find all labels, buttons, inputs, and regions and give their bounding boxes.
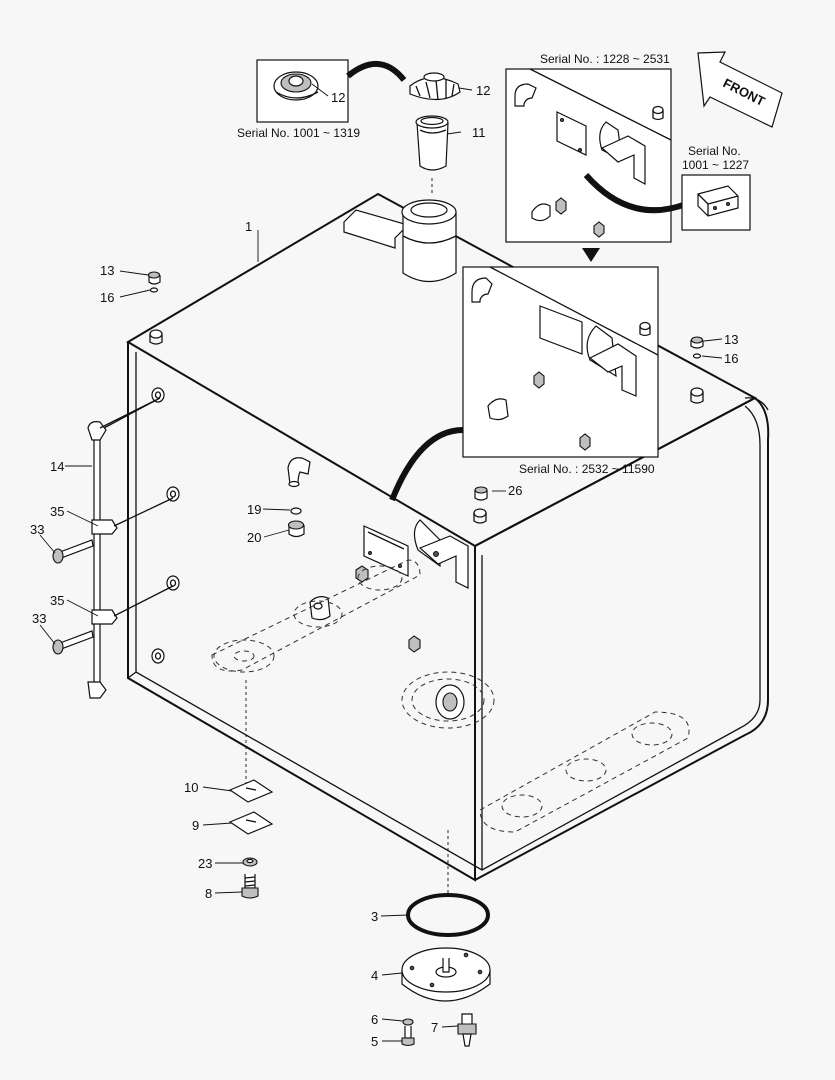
filler-neck: [343, 199, 457, 283]
bolt-8: [241, 874, 259, 899]
label-3: 3: [371, 909, 378, 924]
side-bosses: [151, 387, 180, 664]
label-8: 8: [205, 886, 212, 901]
label-11: 11: [472, 125, 486, 140]
hidden-features: [211, 559, 690, 833]
label-13-right: 13: [724, 332, 738, 347]
bolt-5-6: [401, 1018, 415, 1047]
label-19: 19: [247, 502, 261, 517]
label-4: 4: [371, 968, 378, 983]
label-35-lower: 35: [50, 593, 64, 608]
cap-13-left: [147, 271, 704, 501]
caption-serial-side-2: 1001 ~ 1227: [682, 158, 749, 172]
plug-7: [457, 1013, 477, 1047]
label-16-right: 16: [724, 351, 738, 366]
top-bosses: [149, 329, 704, 524]
label-20: 20: [247, 530, 261, 545]
elbow-fitting: [287, 457, 311, 538]
front-arrow-icon: [697, 51, 783, 128]
caption-serial-side-1: Serial No.: [688, 144, 741, 158]
inset-2532-11590: [462, 266, 659, 458]
inset-1001-1227: [681, 174, 751, 231]
label-6: 6: [371, 1012, 378, 1027]
label-33-lower: 33: [32, 611, 46, 626]
leader-lines: [39, 83, 723, 1042]
gasket-10: [228, 779, 274, 803]
mount-brackets: [309, 519, 469, 653]
label-12-inset: 12: [331, 90, 345, 105]
bolts-33: [52, 539, 94, 655]
label-12-cap: 12: [476, 83, 490, 98]
label-14: 14: [50, 459, 64, 474]
level-gauge: [87, 397, 174, 699]
label-16-left: 16: [100, 290, 114, 305]
label-1: 1: [245, 219, 252, 234]
label-23: 23: [198, 856, 212, 871]
label-26: 26: [508, 483, 522, 498]
filler-cap-12: [409, 72, 461, 101]
label-33-upper: 33: [30, 522, 44, 537]
label-10: 10: [184, 780, 198, 795]
caption-serial-2532-11590: Serial No. : 2532 ~ 11590: [519, 462, 655, 476]
label-9: 9: [192, 818, 199, 833]
label-7: 7: [431, 1020, 438, 1035]
plate-9: [228, 811, 274, 835]
label-5: 5: [371, 1034, 378, 1049]
inset-cap-old: [256, 59, 349, 123]
caption-serial-1228-2531: Serial No. : 1228 ~ 2531: [540, 52, 670, 66]
strainer-11: [415, 115, 449, 171]
o-ring-3: [406, 893, 490, 937]
arrow-down-icon: [582, 248, 600, 262]
label-35-upper: 35: [50, 504, 64, 519]
cover-4: [401, 947, 491, 1002]
washer-23: [242, 857, 258, 867]
caption-serial-1001-1319: Serial No. 1001 ~ 1319: [237, 126, 360, 140]
label-13-left: 13: [100, 263, 114, 278]
hydraulic-tank-body: [126, 192, 770, 882]
inset-1228-2531: [505, 68, 672, 243]
